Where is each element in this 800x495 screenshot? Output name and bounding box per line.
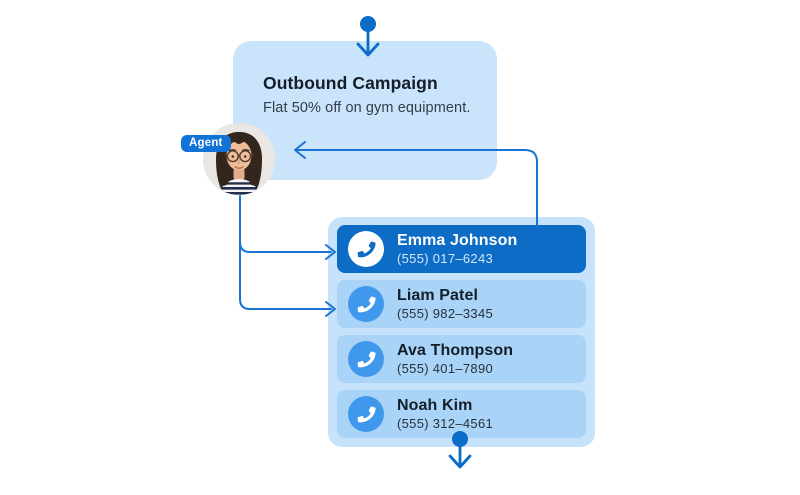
contact-phone: (555) 017–6243 bbox=[397, 251, 493, 266]
contact-phone: (555) 401–7890 bbox=[397, 361, 493, 376]
contact-text: Emma Johnson (555) 017–6243 bbox=[397, 232, 517, 266]
phone-icon bbox=[348, 341, 384, 377]
agent-badge: Agent bbox=[181, 135, 231, 152]
phone-icon bbox=[348, 396, 384, 432]
contact-row-noah-kim[interactable]: Noah Kim (555) 312–4561 bbox=[337, 390, 586, 438]
contact-phone: (555) 982–3345 bbox=[397, 306, 493, 321]
contact-text: Ava Thompson (555) 401–7890 bbox=[397, 342, 513, 376]
phone-icon bbox=[348, 231, 384, 267]
contact-phone: (555) 312–4561 bbox=[397, 416, 493, 431]
campaign-title: Outbound Campaign bbox=[263, 73, 438, 93]
contact-row-liam-patel[interactable]: Liam Patel (555) 982–3345 bbox=[337, 280, 586, 328]
arrow-right-icon bbox=[239, 195, 336, 317]
agent-avatar-illustration bbox=[203, 123, 275, 195]
contact-row-emma-johnson[interactable]: Emma Johnson (555) 017–6243 bbox=[337, 225, 586, 273]
campaign-subtitle: Flat 50% off on gym equipment. bbox=[263, 100, 471, 116]
phone-icon bbox=[348, 286, 384, 322]
contact-name: Ava Thompson bbox=[397, 342, 514, 359]
contact-name: Emma Johnson bbox=[397, 232, 518, 249]
contact-text: Noah Kim (555) 312–4561 bbox=[397, 397, 493, 431]
contact-row-ava-thompson[interactable]: Ava Thompson (555) 401–7890 bbox=[337, 335, 586, 383]
agent-avatar bbox=[203, 123, 275, 195]
contact-text: Liam Patel (555) 982–3345 bbox=[397, 287, 493, 321]
glasses bbox=[223, 150, 255, 163]
contacts-panel: Emma Johnson (555) 017–6243 Liam Patel (… bbox=[328, 217, 595, 447]
contact-name: Liam Patel bbox=[397, 287, 479, 304]
contact-name: Noah Kim bbox=[397, 397, 473, 414]
